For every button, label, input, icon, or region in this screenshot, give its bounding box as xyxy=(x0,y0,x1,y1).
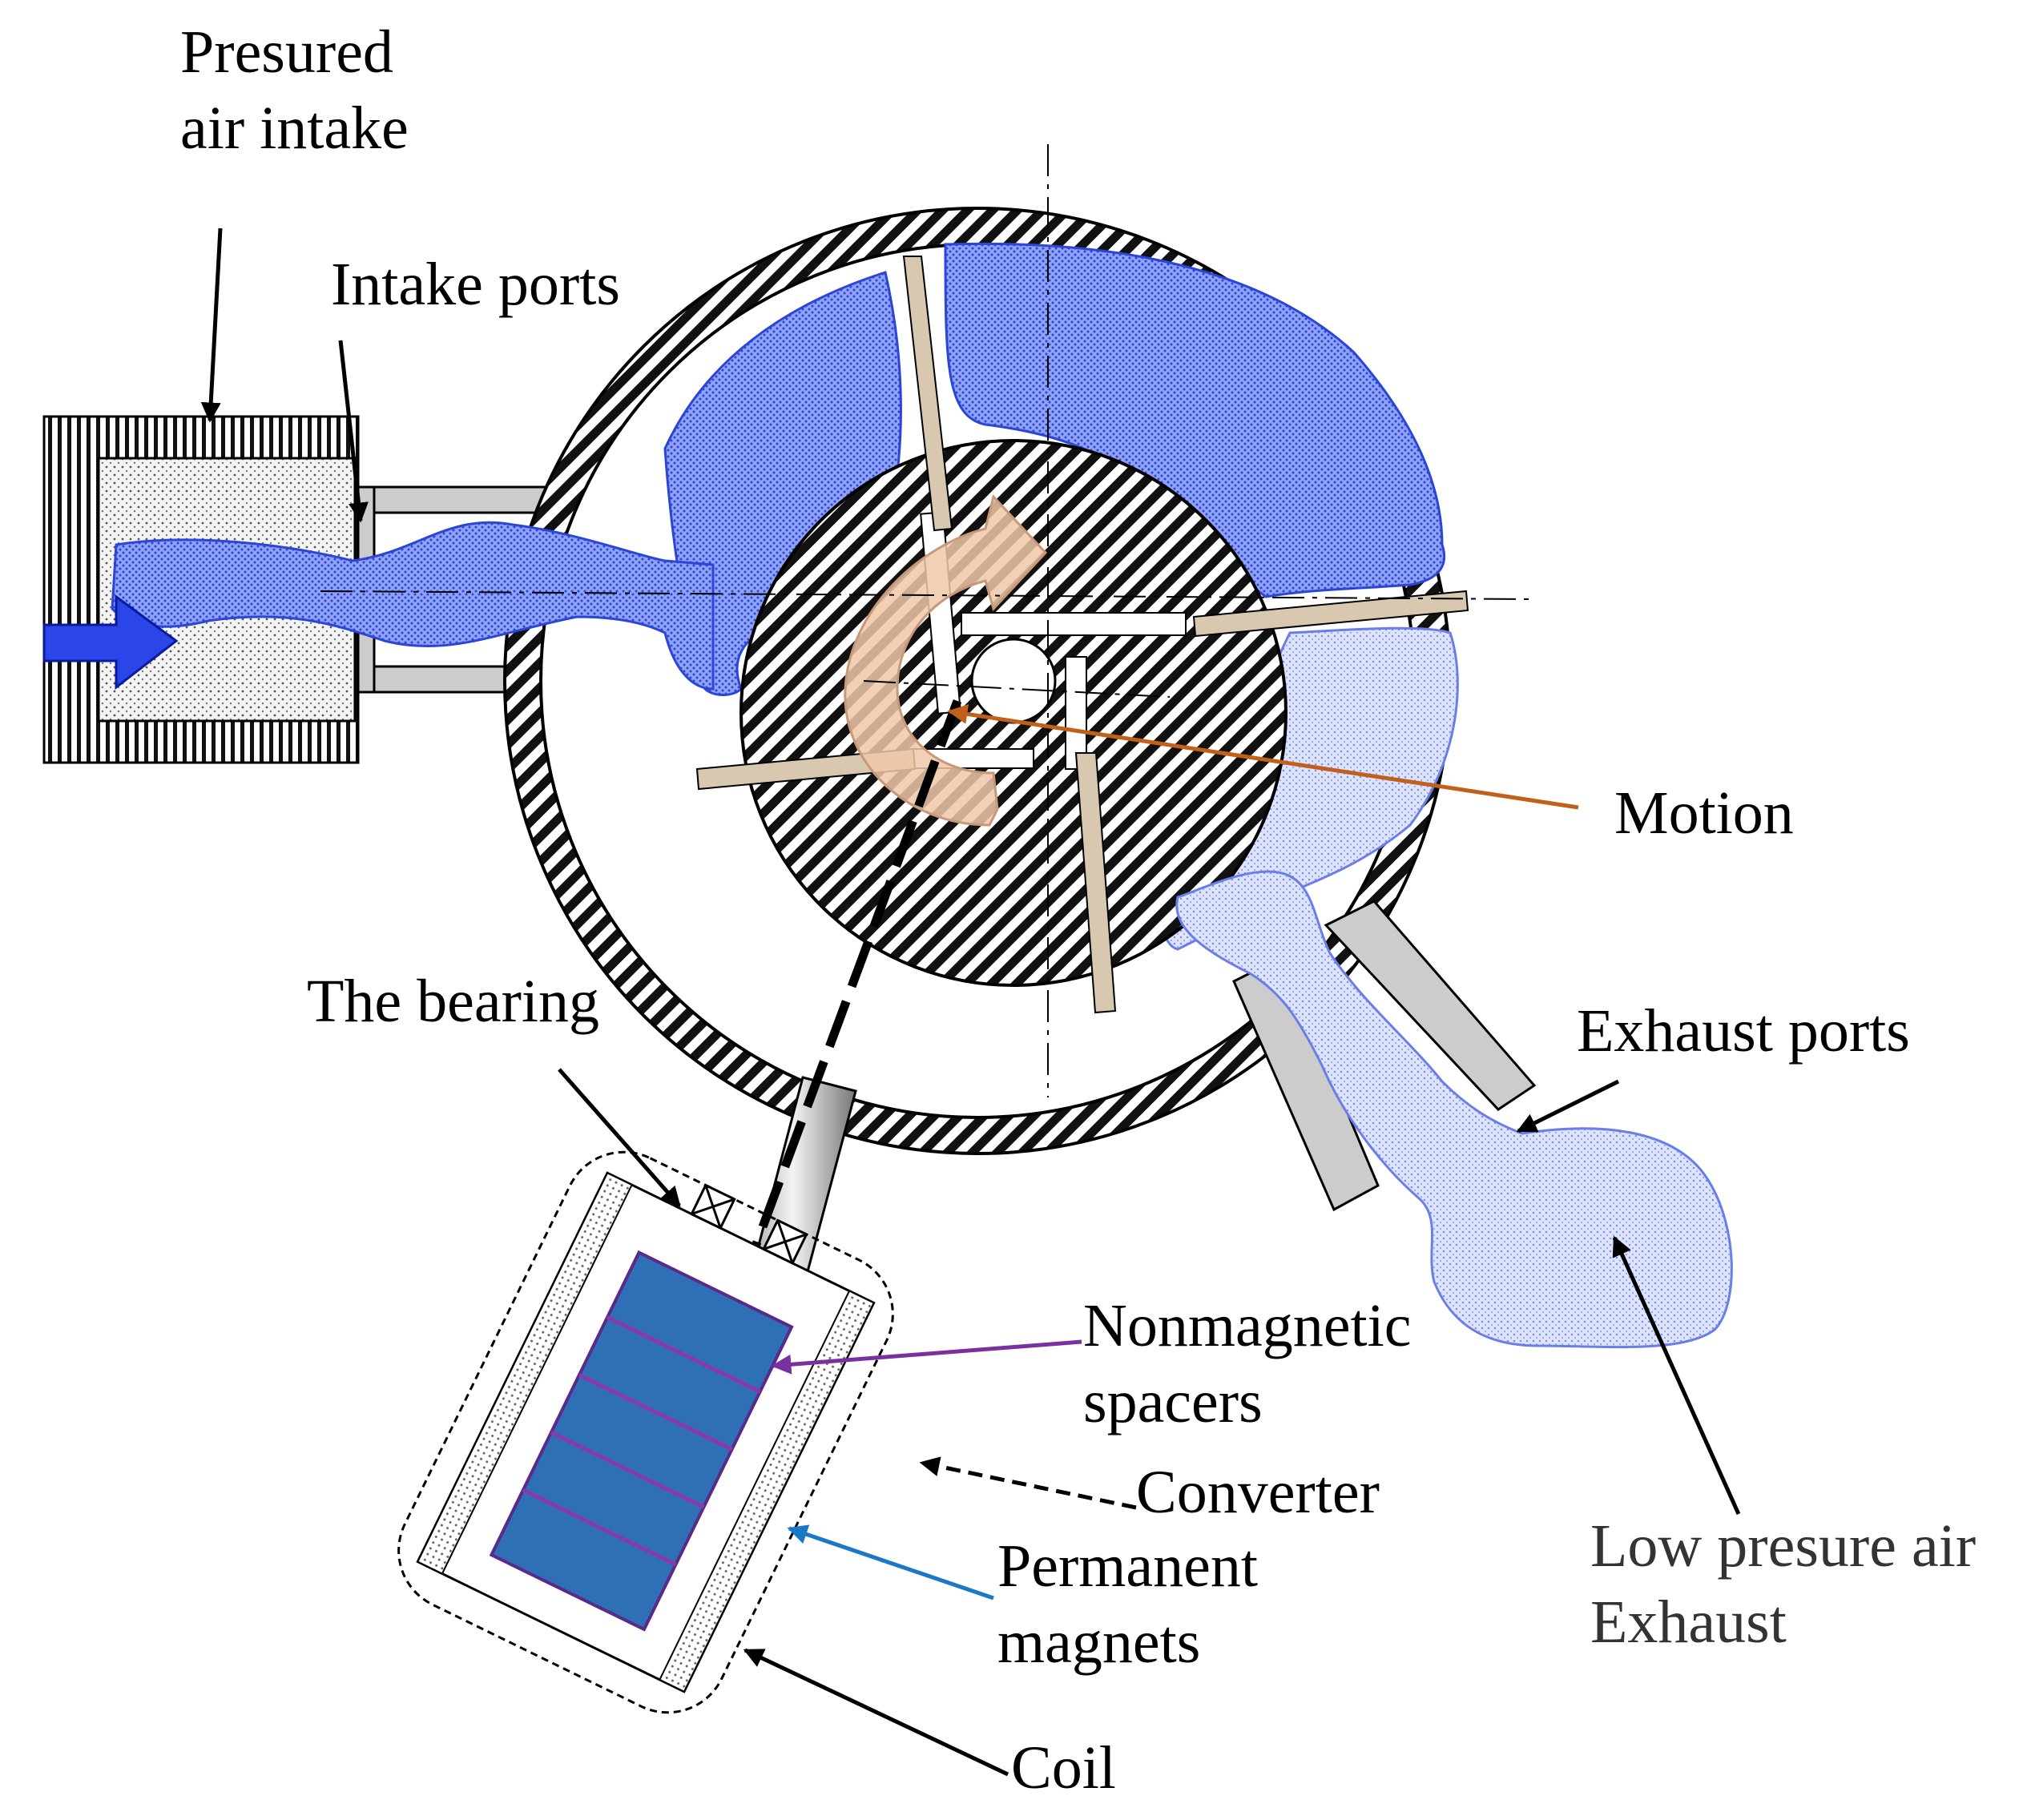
intake-air-stream xyxy=(111,521,715,691)
center-lines xyxy=(320,144,1535,1097)
exhaust-ports-leader xyxy=(1516,1079,1620,1133)
label-low-pressure-line2: Exhaust xyxy=(1590,1588,1787,1656)
label-pressured-air-line1: Presured xyxy=(180,18,393,86)
block-arrow-right-icon xyxy=(42,594,179,691)
label-spacers-line2: spacers xyxy=(1083,1368,1263,1435)
label-magnets-line2: magnets xyxy=(997,1609,1200,1676)
curved-arrow-icon xyxy=(844,493,1048,827)
label-motion: Motion xyxy=(1614,779,1794,847)
label-intake-ports: Intake ports xyxy=(331,251,620,318)
converter-leader xyxy=(919,1456,1137,1510)
vanes xyxy=(695,256,1469,1014)
vane-top xyxy=(902,256,953,532)
bearing-leader xyxy=(558,1068,681,1207)
label-low-pressure-line1: Low presure air xyxy=(1590,1512,1976,1580)
coil-left xyxy=(417,1171,633,1575)
low-pressure-leader xyxy=(1612,1235,1741,1516)
bearing xyxy=(690,1183,808,1265)
intake-ports-leader xyxy=(338,340,369,523)
nonmagnetic-spacer-lines xyxy=(522,1315,761,1567)
upper-air-chamber xyxy=(944,242,1446,598)
leader-lines xyxy=(200,228,1741,1777)
vane-bottom xyxy=(1074,752,1117,1014)
coil-leader xyxy=(743,1648,1009,1777)
spacers-leader xyxy=(771,1339,1082,1375)
coil-right xyxy=(659,1290,875,1693)
pressured-air-leader xyxy=(200,228,223,423)
rotor-hub xyxy=(970,638,1057,724)
magnets-leader xyxy=(787,1524,994,1601)
permanent-magnets-block xyxy=(489,1250,794,1632)
label-pressured-air-line2: air intake xyxy=(180,95,409,162)
label-exhaust-ports: Exhaust ports xyxy=(1577,997,1910,1065)
shaft-axis xyxy=(724,699,962,1319)
exhaust-air-stream xyxy=(1175,870,1733,1349)
label-the-bearing: The bearing xyxy=(307,968,599,1035)
label-converter: Converter xyxy=(1136,1459,1380,1526)
motion-leader xyxy=(947,704,1579,810)
label-spacers-line1: Nonmagnetic xyxy=(1083,1292,1411,1359)
label-coil: Coil xyxy=(1011,1734,1116,1802)
label-magnets-line1: Permanent xyxy=(997,1532,1258,1600)
converter xyxy=(397,1150,894,1714)
vane-right xyxy=(1192,590,1469,638)
